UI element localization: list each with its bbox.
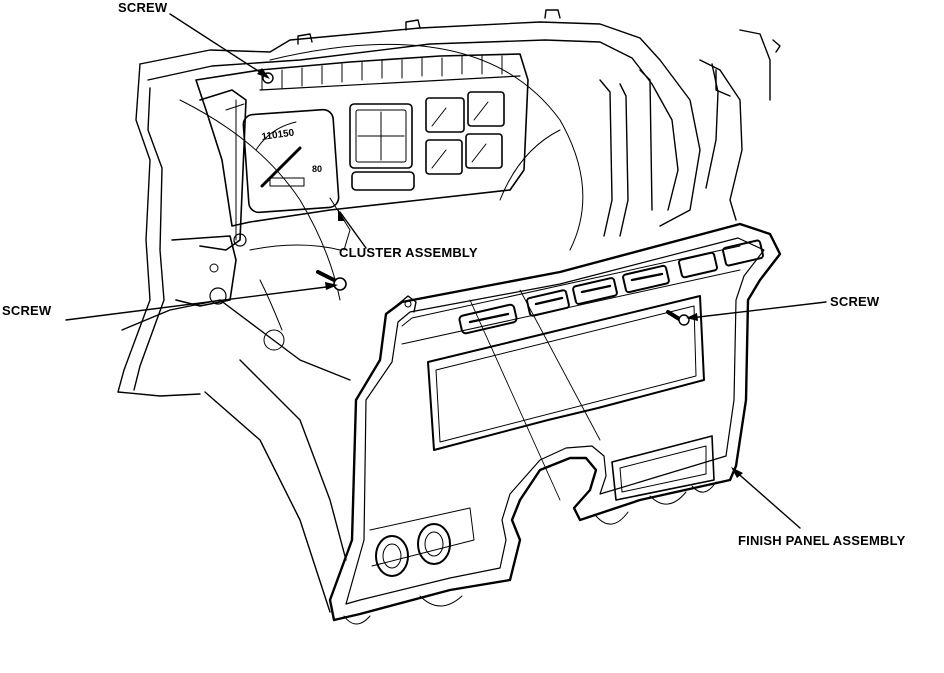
speedometer-face [242, 108, 340, 214]
volt-gauge [465, 133, 503, 169]
dash-structure [117, 9, 781, 613]
leader-screw-top [169, 13, 267, 77]
center-gauge [349, 103, 413, 169]
leader-screw-right [689, 301, 827, 319]
panel-switch-4 [622, 264, 670, 294]
label-screw-left: SCREW [2, 303, 52, 318]
cluster-screw-left [316, 270, 347, 291]
label-finish-panel-assembly: FINISH PANEL ASSEMBLY [738, 533, 906, 548]
leader-screw-left [65, 285, 335, 321]
fuel-gauge [425, 97, 465, 133]
leader-finish-panel [733, 469, 801, 529]
speedo-digits: 110150 [261, 127, 295, 143]
cluster-assembly [171, 53, 529, 351]
finish-panel-screw-right [666, 310, 690, 326]
panel-switch-6 [722, 239, 764, 267]
leader-lines [65, 13, 827, 529]
arrowheads [257, 68, 743, 478]
temp-gauge [467, 91, 505, 127]
vent-right [417, 523, 451, 565]
panel-switch-3 [572, 277, 618, 305]
vent-left [375, 535, 409, 577]
cluster-lens-opening [427, 295, 705, 451]
panel-switch-2 [526, 289, 570, 317]
label-screw-right: SCREW [830, 294, 880, 309]
label-screw-top: SCREW [118, 0, 168, 15]
speedometer-needle [260, 146, 302, 188]
oil-gauge [425, 139, 463, 175]
leader-cluster-assembly [339, 211, 367, 249]
speedo-mark: 80 [312, 164, 322, 174]
lower-right-recess [611, 435, 715, 501]
panel-switch-1 [458, 303, 518, 335]
label-cluster-assembly: CLUSTER ASSEMBLY [339, 245, 478, 260]
panel-switch-5 [678, 251, 718, 279]
cluster-mount-screw-top [262, 72, 274, 84]
finish-panel-assembly [328, 222, 782, 625]
